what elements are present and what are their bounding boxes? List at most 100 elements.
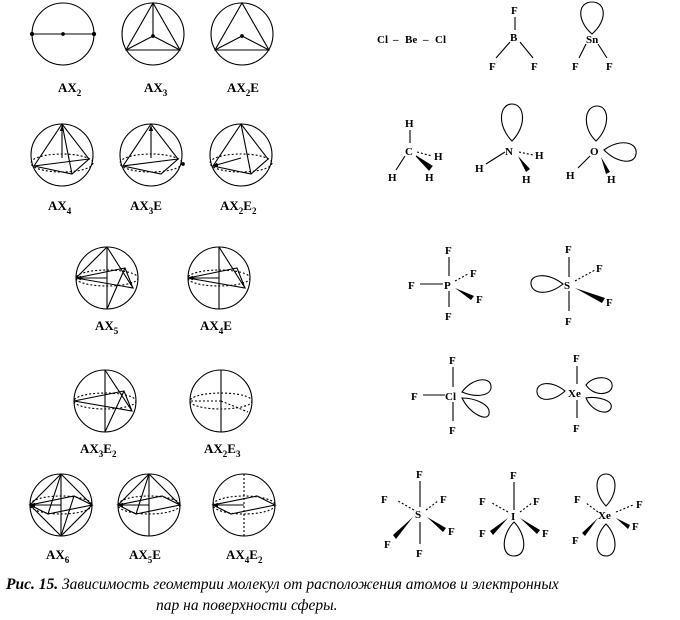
lone-pair-orbital: [580, 1, 604, 35]
sphere-ax4e: [187, 246, 251, 310]
lone-pair-orbital: [596, 523, 616, 557]
sphere-ax2e: [210, 1, 274, 66]
label-ax4e2: AX4E2: [226, 547, 263, 565]
caption-line-2: пар на поверхности сферы.: [156, 597, 338, 614]
svg-text:Xe: Xe: [598, 510, 611, 522]
svg-text:F: F: [572, 61, 579, 73]
sphere-ax5: [75, 246, 139, 310]
label-ax3e: AX3E: [130, 198, 162, 216]
svg-text:Xe: Xe: [568, 388, 581, 400]
molecule-nh3: N H H H: [475, 103, 544, 186]
vsepr-figure: AX2 AX3 AX2E AX4 AX3E AX2E2 AX5 AX4E AX3…: [28, 1, 643, 565]
lone-pair-orbital: [500, 103, 524, 142]
svg-text:F: F: [565, 316, 572, 328]
sphere-ax4: [30, 123, 94, 187]
molecule-bf3: F B F F: [489, 5, 538, 73]
svg-text:F: F: [573, 423, 580, 435]
svg-text:H: H: [535, 150, 544, 162]
svg-text:F: F: [531, 61, 538, 73]
svg-text:S: S: [564, 280, 570, 292]
molecule-h2o: O H H: [566, 105, 637, 186]
label-ax6: AX6: [46, 547, 70, 565]
molecule-snf2: Sn F F: [572, 1, 613, 73]
sphere-ax3e2: [73, 369, 137, 433]
svg-text:F: F: [449, 355, 456, 367]
svg-text:C: C: [405, 146, 413, 158]
molecule-ch4: H C H H H: [388, 118, 443, 184]
svg-text:F: F: [533, 496, 540, 508]
svg-text:O: O: [590, 146, 599, 158]
svg-text:–: –: [392, 34, 399, 46]
svg-text:F: F: [445, 245, 452, 257]
svg-text:F: F: [479, 528, 486, 540]
svg-text:H: H: [475, 163, 484, 175]
sphere-labels: AX2 AX3 AX2E AX4 AX3E AX2E2 AX5 AX4E AX3…: [46, 80, 263, 565]
molecule-xef4: Xe F F F F: [572, 473, 643, 557]
lone-pair-orbital: [603, 142, 637, 162]
svg-text:F: F: [606, 61, 613, 73]
svg-text:I: I: [511, 511, 515, 523]
lone-pair-orbital: [530, 275, 564, 293]
svg-text:F: F: [440, 494, 447, 506]
svg-text:F: F: [510, 470, 517, 482]
svg-text:F: F: [606, 297, 613, 309]
label-ax5e: AX5E: [129, 547, 161, 565]
label-ax4: AX4: [48, 198, 72, 216]
svg-text:F: F: [476, 294, 483, 306]
svg-text:F: F: [632, 521, 639, 533]
svg-text:F: F: [448, 526, 455, 538]
svg-text:Cl: Cl: [445, 391, 456, 403]
sphere-ax4e2: [211, 473, 277, 537]
molecule-clf3: F Cl F F: [411, 355, 492, 437]
svg-text:Cl: Cl: [435, 34, 446, 46]
svg-text:F: F: [596, 263, 603, 275]
molecule-sf6: F S F F F F F: [381, 469, 455, 560]
label-ax4e: AX4E: [200, 318, 232, 336]
svg-text:F: F: [445, 311, 452, 323]
molecule-structures: Cl – Be – Cl F B F F Sn F: [377, 1, 643, 560]
sphere-ax2: [29, 2, 97, 66]
lone-pair-orbital: [596, 473, 616, 507]
label-ax2e3: AX2E3: [204, 441, 241, 459]
svg-text:H: H: [405, 118, 414, 130]
svg-text:F: F: [565, 244, 572, 256]
figure-caption: Рис. 15. Зависимость геометрии молекул о…: [6, 574, 676, 616]
svg-text:F: F: [449, 425, 456, 437]
svg-text:H: H: [425, 172, 434, 184]
lone-pair-orbital: [503, 521, 525, 557]
svg-text:F: F: [411, 391, 418, 403]
sphere-ax2e3: [189, 369, 253, 433]
lone-pair-orbital: [536, 383, 566, 400]
label-ax3: AX3: [144, 80, 168, 98]
svg-text:B: B: [510, 32, 518, 44]
sphere-diagrams: [28, 1, 277, 537]
svg-text:Sn: Sn: [586, 34, 598, 46]
sphere-ax5e: [116, 473, 182, 537]
sphere-ax6: [28, 473, 94, 537]
molecule-pf5: F P F F F F: [408, 245, 483, 323]
lone-pair-orbital: [585, 396, 612, 413]
svg-text:H: H: [607, 174, 616, 186]
lone-pair-orbital: [461, 397, 490, 418]
lone-pair-orbital: [585, 105, 608, 142]
svg-text:H: H: [388, 172, 397, 184]
svg-text:H: H: [522, 174, 531, 186]
label-ax2e2: AX2E2: [220, 198, 257, 216]
svg-text:F: F: [416, 469, 423, 481]
svg-text:Be: Be: [405, 34, 417, 46]
label-ax5: AX5: [95, 318, 119, 336]
label-ax3e2: AX3E2: [80, 441, 117, 459]
svg-text:F: F: [511, 5, 518, 17]
svg-text:P: P: [444, 280, 451, 292]
label-ax2: AX2: [58, 80, 82, 98]
svg-text:F: F: [574, 494, 581, 506]
sphere-ax2e2: [209, 123, 273, 187]
caption-figure-number: Рис. 15.: [6, 576, 59, 593]
molecule-xef2: F Xe F: [536, 353, 613, 435]
svg-text:F: F: [489, 61, 496, 73]
svg-text:F: F: [470, 268, 477, 280]
svg-text:F: F: [408, 280, 415, 292]
lone-pair-orbital: [585, 377, 613, 395]
svg-text:F: F: [416, 548, 423, 560]
molecule-sf4: F S F F F: [530, 244, 613, 328]
